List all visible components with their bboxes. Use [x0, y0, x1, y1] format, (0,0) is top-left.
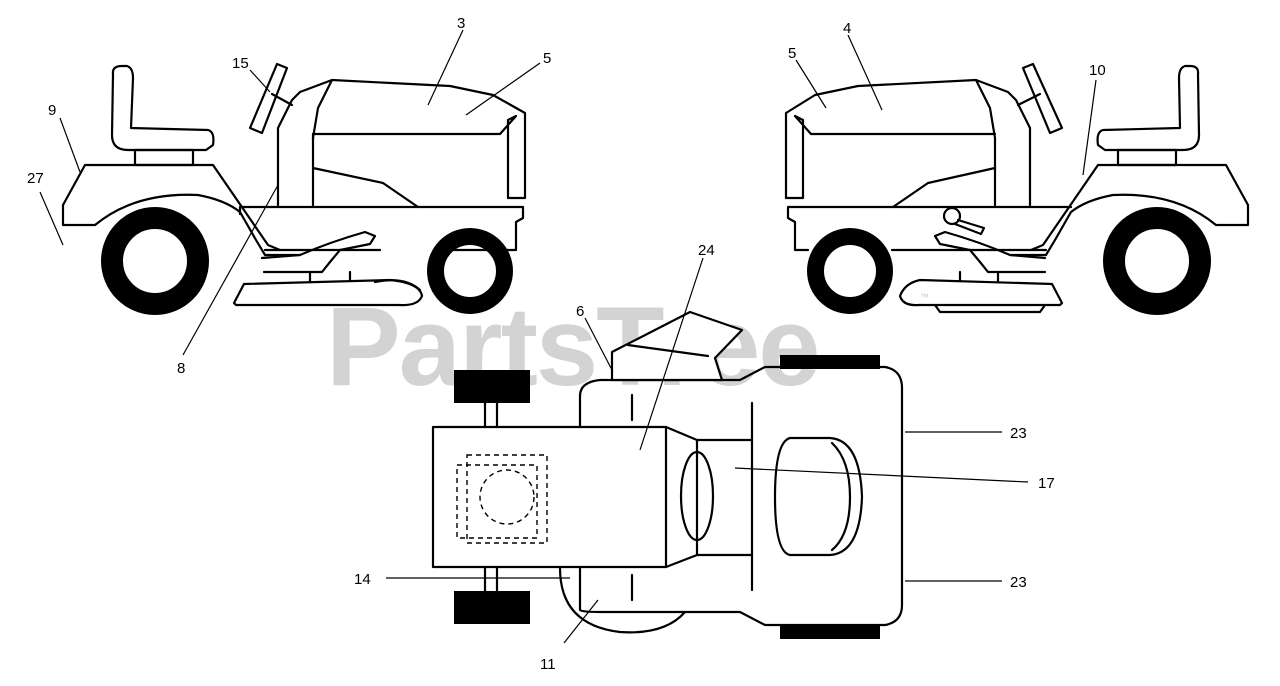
dash-panel-right: [974, 78, 1032, 207]
callout-3: 3: [457, 15, 465, 32]
tractor-right-side-view: [784, 62, 1250, 315]
watermark-trademark: ™: [920, 292, 929, 302]
deck-lift-right: [933, 230, 1047, 274]
callout-6: 6: [576, 303, 584, 320]
front-tire-top-lower: [780, 625, 880, 639]
dash-top: [664, 425, 754, 569]
watermark-text: PartsTree: [326, 284, 819, 409]
steering-wheel-top: [679, 450, 715, 542]
deck-lift-left: [260, 230, 377, 274]
rear-tire-top-upper: [454, 370, 530, 403]
frame-left: [238, 205, 525, 252]
rear-fender-right: [1029, 163, 1250, 252]
lift-lever-knob: [942, 206, 962, 226]
hood-left: [311, 78, 527, 200]
steering-wheel-right: [1021, 62, 1064, 135]
callout-17: 17: [1038, 475, 1055, 492]
callout-5-left: 5: [543, 50, 551, 67]
dash-panel-left: [276, 78, 334, 207]
hood-right: [784, 78, 997, 200]
tractor-left-side-view: [61, 62, 527, 315]
callout-27: 27: [27, 170, 44, 187]
callout-15: 15: [232, 55, 249, 72]
deck-top: [558, 566, 687, 634]
callout-14: 14: [354, 571, 371, 588]
fender-lower: [61, 193, 302, 257]
callout-numbers: 3 5 15 9 27 8 4 5 10 24 6 23 17 23 14 11: [27, 15, 1106, 673]
callout-24: 24: [698, 242, 715, 259]
steering-wheel-left: [248, 62, 289, 135]
leader-lines: [39, 29, 1097, 644]
body-top: [578, 365, 904, 627]
seat-base: [133, 148, 195, 167]
callout-4: 4: [843, 20, 851, 37]
rear-tire-top-lower: [454, 591, 530, 624]
callout-10: 10: [1089, 62, 1106, 79]
callout-11: 11: [540, 656, 556, 673]
callout-23-top: 23: [1010, 425, 1027, 442]
callout-5-right: 5: [788, 45, 796, 62]
hood-grille-top: [773, 436, 864, 557]
callout-23-bottom: 23: [1010, 574, 1027, 591]
tractor-top-view: [431, 310, 904, 639]
seat-back: [110, 64, 215, 152]
seat-back-top: [610, 310, 744, 382]
seat-back-right: [1096, 64, 1201, 152]
seat-base-right: [1116, 148, 1178, 167]
front-tire-top-upper: [780, 355, 880, 369]
rear-fender: [61, 163, 282, 252]
callout-9: 9: [48, 102, 56, 119]
callout-8: 8: [177, 360, 185, 377]
seat-area-top: [431, 425, 668, 569]
deck-right: [898, 278, 1064, 307]
